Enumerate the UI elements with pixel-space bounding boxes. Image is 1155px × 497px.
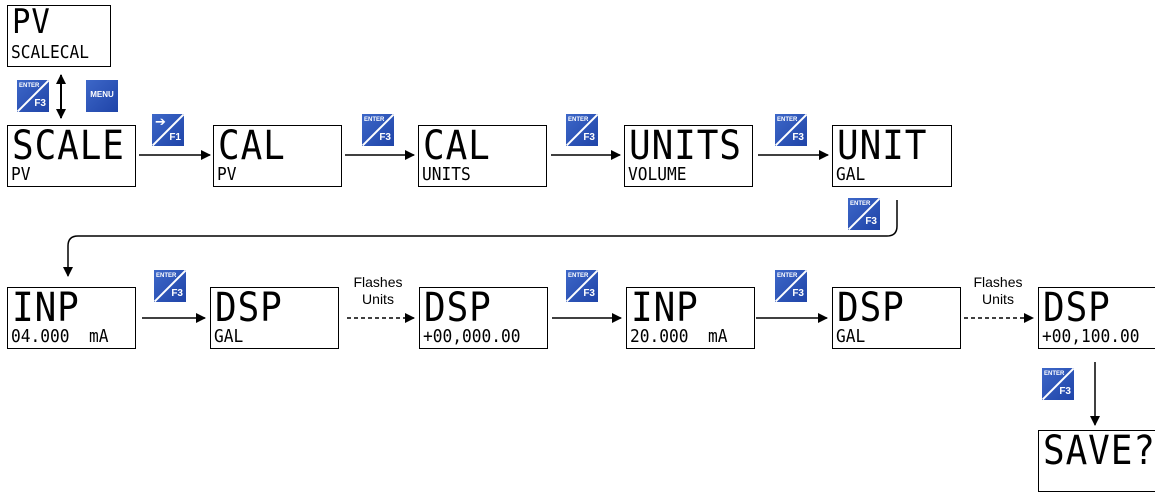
enter-label: ENTER — [777, 117, 798, 123]
right-arrow-icon: ➔ — [155, 115, 166, 130]
arrow-wrap — [63, 200, 898, 277]
f3-label: F3 — [792, 288, 804, 299]
enter-label: ENTER — [19, 83, 40, 89]
display-dsp2-gal: DSP 2 GAL — [832, 287, 961, 349]
note-line1: Flashes — [353, 274, 403, 290]
f3-label: F3 — [792, 132, 804, 143]
note-line1: Flashes — [973, 274, 1023, 290]
display-top-text: DSP 2 — [837, 287, 905, 331]
menu-label: MENU — [90, 90, 114, 99]
display-bottom-text: 20.000 mA — [630, 326, 728, 347]
display-top-text: SCALE — [12, 125, 125, 169]
display-top-text: CAL — [423, 125, 491, 169]
enter-f3-key[interactable]: ENTER F3 — [775, 270, 807, 302]
display-bottom-text: GAL — [836, 164, 866, 185]
enter-f3-key[interactable]: ENTER F3 — [154, 270, 186, 302]
display-dsp2-value: DSP 2 +00,100.00 — [1038, 287, 1155, 349]
display-top-text: UNIT — [837, 125, 928, 169]
display-save: SAVE? — [1038, 430, 1155, 492]
f3-label: F3 — [583, 132, 595, 143]
display-bottom-text: 04.000 mA — [11, 326, 109, 347]
enter-label: ENTER — [850, 201, 871, 207]
display-top-text: INP 1 — [12, 287, 80, 331]
display-scale-pv: SCALE PV — [7, 125, 136, 187]
f3-label: F3 — [34, 98, 46, 109]
right-arrow-f1-key[interactable]: ➔ F1 — [152, 114, 184, 146]
display-unit-gal: UNIT GAL — [832, 125, 952, 187]
enter-f3-key[interactable]: ENTER F3 — [1042, 368, 1074, 400]
display-bottom-text: GAL — [214, 326, 244, 347]
display-inp2: INP 2 20.000 mA — [626, 287, 755, 349]
enter-label: ENTER — [156, 273, 177, 279]
display-top-text: INP 2 — [631, 287, 699, 331]
f3-label: F3 — [865, 216, 877, 227]
display-top-text: DSP 1 — [424, 287, 492, 331]
f3-label: F3 — [1059, 386, 1071, 397]
enter-label: ENTER — [364, 117, 385, 123]
display-top-text: DSP 1 — [215, 287, 283, 331]
enter-f3-key[interactable]: ENTER F3 — [566, 270, 598, 302]
display-units-volume: UNITS VOLUME — [624, 125, 753, 187]
enter-label: ENTER — [1044, 371, 1065, 377]
display-top-text: UNITS — [629, 125, 742, 169]
flashes-units-note: Flashes Units — [343, 274, 413, 308]
display-pv-scalecal: PV SCALECAL — [7, 5, 111, 67]
display-bottom-text: PV — [11, 164, 31, 185]
display-dsp1-value: DSP 1 +00,000.00 — [419, 287, 548, 349]
note-line2: Units — [362, 291, 394, 307]
display-bottom-text: SCALECAL — [11, 42, 90, 63]
enter-label: ENTER — [568, 273, 589, 279]
note-line2: Units — [982, 291, 1014, 307]
flashes-units-note: Flashes Units — [960, 274, 1036, 308]
display-top-text: SAVE? — [1043, 430, 1155, 474]
display-top-text: CAL — [218, 125, 286, 169]
enter-label: ENTER — [777, 273, 798, 279]
display-top-text: DSP 2 — [1043, 287, 1111, 331]
display-cal-pv: CAL PV — [213, 125, 342, 187]
f3-label: F3 — [171, 288, 183, 299]
display-dsp1-gal: DSP 1 GAL — [210, 287, 339, 349]
enter-f3-key[interactable]: ENTER F3 — [775, 114, 807, 146]
enter-f3-key[interactable]: ENTER F3 — [848, 198, 880, 230]
f1-label: F1 — [169, 132, 181, 143]
display-bottom-text: UNITS — [422, 164, 471, 185]
enter-f3-key[interactable]: ENTER F3 — [566, 114, 598, 146]
f3-label: F3 — [379, 132, 391, 143]
display-top-text: PV — [12, 5, 51, 42]
display-cal-units: CAL UNITS — [418, 125, 547, 187]
display-bottom-text: +00,100.00 — [1042, 326, 1140, 347]
display-bottom-text: +00,000.00 — [423, 326, 521, 347]
display-bottom-text: VOLUME — [628, 164, 687, 185]
enter-f3-key[interactable]: ENTER F3 — [17, 80, 49, 112]
display-bottom-text: PV — [217, 164, 237, 185]
f3-label: F3 — [583, 288, 595, 299]
enter-label: ENTER — [568, 117, 589, 123]
display-bottom-text: GAL — [836, 326, 866, 347]
enter-f3-key[interactable]: ENTER F3 — [362, 114, 394, 146]
menu-key[interactable]: MENU — [86, 80, 118, 112]
display-inp1: INP 1 04.000 mA — [7, 287, 136, 349]
